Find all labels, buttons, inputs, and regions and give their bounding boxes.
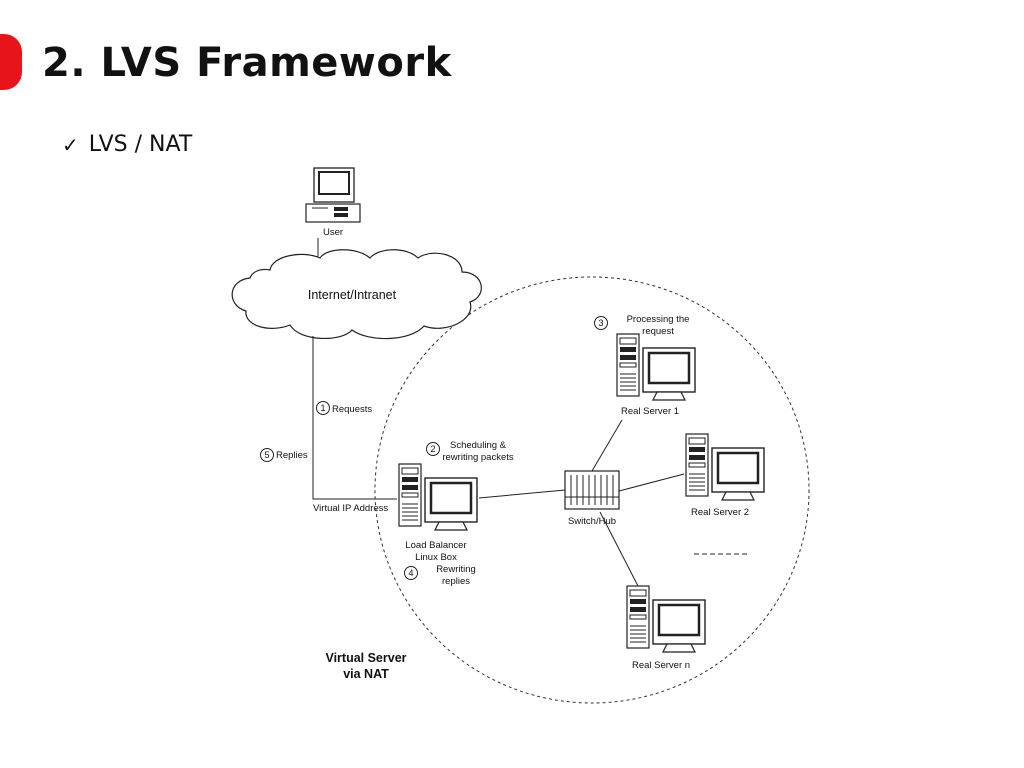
step-4-marker bbox=[404, 566, 418, 580]
user-computer-icon bbox=[305, 167, 361, 223]
real-server-2-label: Real Server 2 bbox=[691, 507, 749, 518]
step-2-text-line2: rewriting packets bbox=[442, 452, 514, 463]
load-balancer-label-line2: Linux Box bbox=[415, 552, 457, 563]
user-label: User bbox=[323, 227, 343, 238]
load-balancer-label-line1: Load Balancer bbox=[405, 540, 466, 551]
step-1-marker bbox=[316, 401, 330, 415]
svg-text:2: 2 bbox=[430, 444, 435, 454]
cloud-icon bbox=[231, 249, 482, 340]
step-5-text: Replies bbox=[276, 450, 308, 461]
svg-text:3: 3 bbox=[598, 318, 603, 328]
step-3-text-line2: request bbox=[642, 326, 674, 337]
step-4-text-line1: Rewriting bbox=[436, 564, 476, 575]
cloud-label: Internet/Intranet bbox=[308, 288, 397, 302]
step-3-text-line1: Processing the bbox=[627, 314, 690, 325]
step-1-text: Requests bbox=[332, 404, 372, 415]
switch-icon bbox=[564, 470, 620, 510]
svg-text:5: 5 bbox=[264, 450, 269, 460]
step-2-text-line1: Scheduling & bbox=[450, 440, 507, 451]
virtual-server-boundary bbox=[374, 276, 810, 704]
svg-text:1: 1 bbox=[320, 403, 325, 413]
bullet-text: LVS / NAT bbox=[88, 132, 193, 157]
step-3-marker bbox=[594, 316, 608, 330]
step-5-marker bbox=[260, 448, 274, 462]
title-accent-bar bbox=[0, 34, 22, 90]
switch-label: Switch/Hub bbox=[568, 516, 616, 527]
check-icon: ✓ bbox=[62, 132, 79, 157]
real-server-n-icon bbox=[627, 586, 705, 652]
cluster-label-line1: Virtual Server bbox=[325, 651, 406, 665]
load-balancer-icon bbox=[399, 464, 477, 530]
real-server-2-icon bbox=[686, 434, 764, 500]
real-server-1-icon bbox=[617, 334, 695, 400]
vip-label: Virtual IP Address bbox=[313, 503, 388, 514]
step-2-marker bbox=[426, 442, 440, 456]
bullet-item: ✓ LVS / NAT bbox=[62, 132, 192, 157]
real-server-1-label: Real Server 1 bbox=[621, 406, 679, 417]
slide-title: 2. LVS Framework bbox=[42, 40, 452, 86]
cluster-label-line2: via NAT bbox=[343, 667, 389, 681]
svg-text:4: 4 bbox=[408, 568, 413, 578]
real-server-n-label: Real Server n bbox=[632, 660, 690, 671]
step-4-text-line2: replies bbox=[442, 576, 470, 587]
